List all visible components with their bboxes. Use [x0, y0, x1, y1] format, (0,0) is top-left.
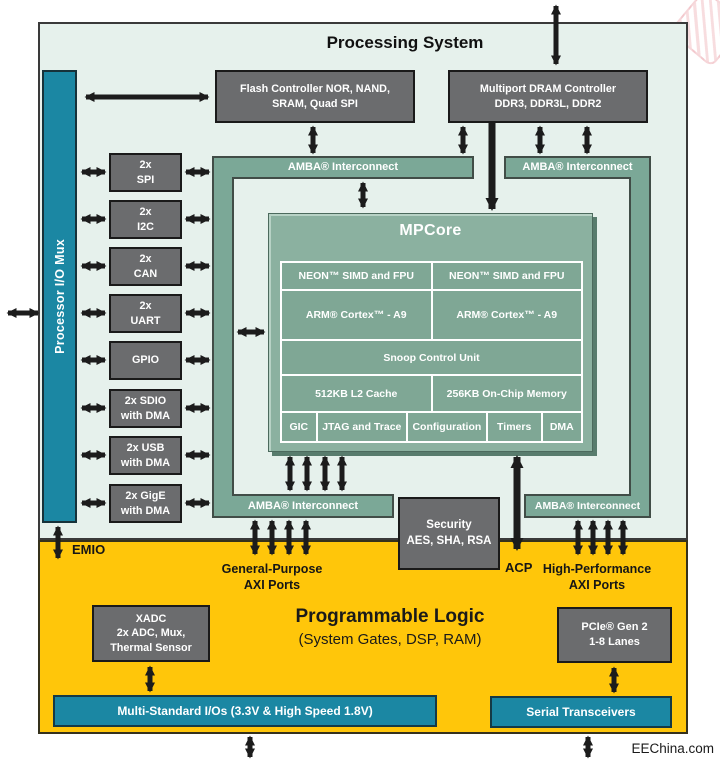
peripheral-label: 2x USB	[126, 442, 165, 455]
security-box: Security AES, SHA, RSA	[398, 497, 500, 570]
snoop-control-unit-cell: Snoop Control Unit	[282, 341, 581, 374]
peripheral-label: 2x	[139, 159, 152, 172]
xadc-line1: XADC	[135, 613, 167, 626]
configuration-cell: Configuration	[407, 413, 486, 441]
cortex-a9-cell: ARM® Cortex™ - A9	[432, 291, 581, 339]
peripheral-label: with DMA	[120, 504, 171, 517]
flash-controller-line1: Flash Controller NOR, NAND,	[240, 83, 390, 96]
multi-standard-ios-label: Multi-Standard I/Os (3.3V & High Speed 1…	[117, 704, 373, 718]
gic-cell: GIC	[282, 413, 316, 441]
xadc-box: XADC 2x ADC, Mux, Thermal Sensor	[92, 605, 210, 662]
peripheral-gpio: GPIO	[109, 341, 182, 380]
peripheral-label: GPIO	[132, 354, 159, 367]
processing-system-title: Processing System	[326, 33, 484, 52]
mpcore-grid: NEON™ SIMD and FPU NEON™ SIMD and FPU AR…	[280, 261, 583, 443]
peripheral-label: 2x	[139, 253, 152, 266]
amba-interconnect-bottom-left: AMBA® Interconnect	[247, 499, 359, 512]
pcie-line1: PCIe® Gen 2	[581, 621, 648, 634]
amba-interconnect-top-left: AMBA® Interconnect	[287, 161, 399, 173]
peripheral-label: 2x GigE	[125, 490, 166, 503]
peripheral-gige: 2x GigE with DMA	[109, 484, 182, 523]
hp-axi-line1: High-Performance	[542, 562, 652, 576]
emio-label: EMIO	[72, 542, 106, 557]
programmable-logic-subtitle: (System Gates, DSP, RAM)	[298, 631, 482, 648]
mpcore-row-neon: NEON™ SIMD and FPU NEON™ SIMD and FPU	[282, 263, 581, 289]
peripheral-sdio: 2x SDIO with DMA	[109, 389, 182, 428]
pcie-box: PCIe® Gen 2 1-8 Lanes	[557, 607, 672, 663]
jtag-trace-cell: JTAG and Trace	[317, 413, 406, 441]
pcie-line2: 1-8 Lanes	[589, 636, 640, 648]
peripheral-label: UART	[130, 314, 161, 327]
serial-transceivers-label: Serial Transceivers	[526, 705, 636, 719]
security-line1: Security	[426, 519, 472, 532]
xadc-line3: Thermal Sensor	[110, 641, 192, 654]
peripheral-label: CAN	[133, 267, 158, 280]
acp-label: ACP	[505, 560, 533, 575]
peripheral-label: I2C	[137, 220, 154, 233]
cortex-a9-cell: ARM® Cortex™ - A9	[282, 291, 431, 339]
mpcore-title: MPCore	[399, 222, 462, 239]
processor-io-mux-label: Processor I/O Mux	[52, 239, 67, 354]
peripheral-label: 2x	[139, 206, 152, 219]
gp-axi-ports-label: General-Purpose AXI Ports	[212, 562, 332, 593]
peripheral-spi: 2x SPI	[109, 153, 182, 192]
peripheral-uart: 2x UART	[109, 294, 182, 333]
security-line2: AES, SHA, RSA	[406, 534, 492, 547]
amba-interconnect-top-right: AMBA® Interconnect	[522, 161, 633, 173]
amba-interconnect-bottom-right: AMBA® Interconnect	[534, 499, 641, 512]
eechina-watermark: EEChina.com	[631, 741, 714, 756]
programmable-logic-title: Programmable Logic	[295, 606, 485, 627]
dma-cell: DMA	[542, 413, 582, 441]
serial-transceivers-bar: Serial Transceivers	[490, 696, 672, 728]
multi-standard-ios-bar: Multi-Standard I/Os (3.3V & High Speed 1…	[53, 695, 437, 727]
processor-io-mux-bar: Processor I/O Mux	[42, 70, 77, 523]
flash-controller-box: Flash Controller NOR, NAND, SRAM, Quad S…	[215, 70, 415, 123]
peripheral-usb: 2x USB with DMA	[109, 436, 182, 475]
neon-cell: NEON™ SIMD and FPU	[282, 263, 431, 289]
neon-cell: NEON™ SIMD and FPU	[432, 263, 581, 289]
dram-controller-line1: Multiport DRAM Controller	[479, 83, 617, 96]
peripheral-label: 2x	[139, 300, 152, 313]
peripheral-label: SPI	[136, 173, 155, 186]
timers-cell: Timers	[487, 413, 541, 441]
hp-axi-line2: AXI Ports	[568, 577, 626, 592]
gp-axi-line1: General-Purpose	[221, 562, 323, 576]
mpcore-row-cortex: ARM® Cortex™ - A9 ARM® Cortex™ - A9	[282, 291, 581, 339]
hp-axi-ports-label: High-Performance AXI Ports	[537, 562, 657, 593]
dram-controller-line2: DDR3, DDR3L, DDR2	[494, 97, 602, 110]
peripheral-i2c: 2x I2C	[109, 200, 182, 239]
gp-axi-line2: AXI Ports	[243, 577, 301, 592]
peripheral-label: with DMA	[120, 409, 171, 422]
flash-controller-line2: SRAM, Quad SPI	[272, 97, 358, 110]
peripheral-label: 2x SDIO	[124, 395, 167, 408]
mpcore-row-memory: 512KB L2 Cache 256KB On-Chip Memory	[282, 376, 581, 411]
on-chip-memory-cell: 256KB On-Chip Memory	[432, 376, 581, 411]
mpcore-row-misc: GIC JTAG and Trace Configuration Timers …	[282, 413, 582, 441]
xadc-line2: 2x ADC, Mux,	[116, 627, 186, 640]
peripheral-label: with DMA	[120, 456, 171, 469]
l2-cache-cell: 512KB L2 Cache	[282, 376, 431, 411]
mpcore-row-snoop: Snoop Control Unit	[282, 341, 581, 374]
dram-controller-box: Multiport DRAM Controller DDR3, DDR3L, D…	[448, 70, 648, 123]
peripheral-can: 2x CAN	[109, 247, 182, 286]
